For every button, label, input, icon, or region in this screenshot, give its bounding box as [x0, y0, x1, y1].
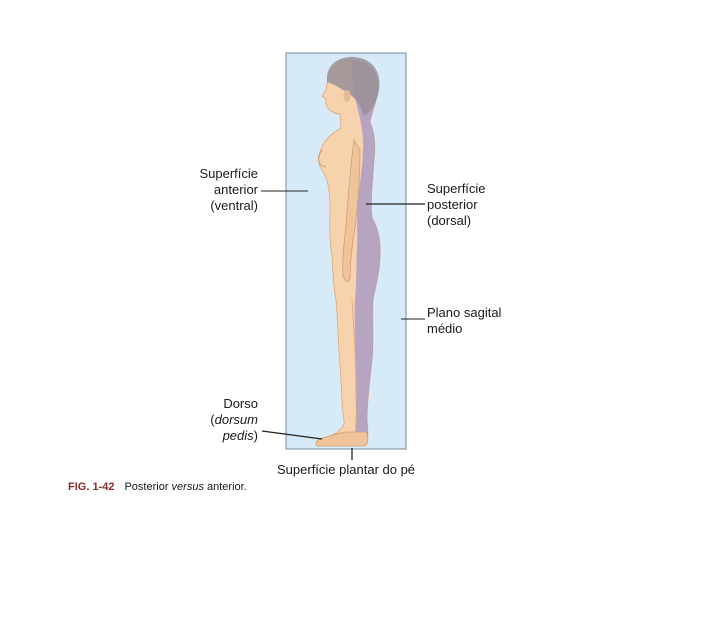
dorsum-close-paren: ) [253, 428, 258, 443]
figure-caption: FIG. 1-42 Posterior versus anterior. [68, 481, 247, 493]
ear [343, 90, 351, 102]
posterior-surface-line-2: posterior [427, 197, 478, 212]
foot [315, 431, 369, 447]
dorsum-line-1: Dorso [223, 396, 258, 411]
midsagittal-plane-line-1: Plano sagital [427, 305, 502, 320]
figure-number: FIG. 1-42 [68, 481, 115, 493]
pedis-latin-term: pedis [222, 428, 254, 443]
posterior-surface-line-3: (dorsal) [427, 213, 472, 228]
dorsum-label: Dorso (dorsum pedis) [196, 396, 258, 444]
dorsum-line-2: (dorsum [196, 412, 258, 428]
arm [342, 138, 361, 282]
anterior-surface-label: Superfície anterior (ventral) [186, 166, 258, 214]
dorsum-open-paren: ( [210, 412, 215, 427]
caption-text-italic: versus [171, 481, 204, 493]
dorsum-latin-term: dorsum [214, 412, 258, 427]
anterior-surface-line-1: Superfície [199, 166, 258, 181]
posterior-half-shading [352, 60, 381, 446]
leg-contour [351, 299, 359, 445]
caption-text-after: anterior. [203, 481, 247, 493]
midsagittal-plane-line-2: médio [427, 321, 463, 336]
anterior-surface-line-2: anterior [213, 182, 258, 197]
breast-contour [318, 149, 327, 168]
posterior-surface-line-1: Superfície [427, 181, 486, 196]
hair [326, 56, 380, 116]
plantar-surface-label: Superfície plantar do pé [277, 462, 416, 477]
caption-text-before: Posterior [124, 481, 172, 493]
midsagittal-plane-label: Plano sagital médio [427, 305, 501, 337]
dorsum-leader-line [261, 430, 323, 440]
posterior-surface-label: Superfície posterior (dorsal) [427, 181, 486, 229]
anterior-surface-line-3: (ventral) [210, 198, 258, 213]
dorsum-line-3: pedis) [196, 428, 258, 444]
